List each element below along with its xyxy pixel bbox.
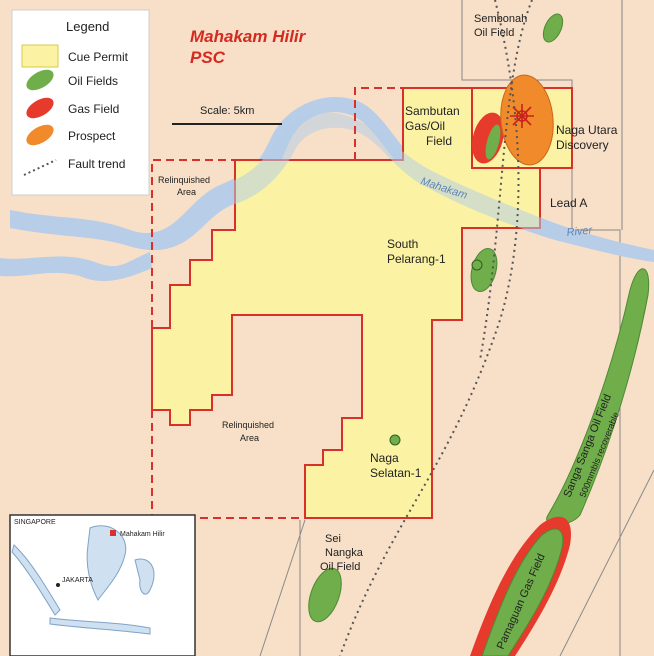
sei-nangka-label-2: Nangka (325, 547, 364, 559)
naga-selatan-label-1: Naga (370, 451, 399, 465)
south-pelarang-label-2: Pelarang-1 (387, 252, 446, 266)
relinquished-mid-label-1: Relinquished (222, 420, 274, 430)
inset-singapore-label: SINGAPORE (14, 519, 56, 526)
south-pelarang-well-icon (471, 259, 483, 271)
inset-sulawesi (134, 558, 155, 595)
inset-jakarta-label: JAKARTA (62, 577, 93, 584)
sembonah-label-2: Oil Field (474, 27, 514, 39)
inset-map: Mahakam Hilir SINGAPORE JAKARTA (9, 514, 196, 656)
legend-label-gas-field: Gas Field (68, 102, 119, 116)
sambutan-oil-field (485, 124, 501, 160)
sambutan-label-3: Field (426, 134, 452, 148)
sambutan-label-2: Gas/Oil (405, 119, 445, 133)
sei-nangka-oil-field (308, 567, 342, 623)
inset-jakarta-dot-icon (56, 583, 60, 587)
naga-utara-label-2: Discovery (556, 138, 609, 152)
relinquished-top-label-2: Area (177, 187, 196, 197)
oil-field-icon (26, 69, 54, 91)
inset-marker-label: Mahakam Hilir (120, 531, 165, 538)
sanga-sanga-oil-field (546, 268, 650, 526)
legend: Legend Cue Permit Oil Fields Gas Field P… (11, 9, 150, 196)
river-over-permit (230, 112, 560, 240)
pamaguan-gas-field (481, 528, 564, 656)
inset-sumatra (11, 544, 61, 616)
south-pelarang-label-1: South (387, 237, 418, 251)
river-label-2: River (566, 224, 594, 239)
scale-label: Scale: 5km (200, 105, 254, 117)
legend-label-oil-fields: Oil Fields (68, 74, 118, 88)
legend-label-cue-permit: Cue Permit (68, 50, 129, 64)
legend-heading: Legend (66, 19, 109, 34)
title-line2: PSC (190, 48, 226, 67)
mahakam-river (10, 96, 654, 262)
discovery-well-icon (510, 104, 534, 128)
inset-java (49, 617, 151, 635)
fault-trend-icon (23, 159, 57, 176)
sei-nangka-label-1: Sei (325, 533, 341, 545)
prospect-icon (26, 124, 54, 146)
inset-permit-marker-icon (110, 530, 116, 536)
naga-selatan-well-icon (389, 434, 401, 446)
sembonah-oil-field (542, 13, 564, 43)
legend-label-fault-trend: Fault trend (68, 157, 125, 171)
gas-field-icon (26, 97, 54, 119)
naga-utara-label-1: Naga Utara (556, 123, 618, 137)
sembonah-label-1: Sembonah (474, 13, 527, 25)
sambutan-label-1: Sambutan (405, 104, 460, 118)
relinquished-mid-label-2: Area (240, 433, 259, 443)
title-line1: Mahakam Hilir (190, 27, 307, 46)
sei-nangka-label-3: Oil Field (320, 561, 360, 573)
cue-permit-swatch-icon (21, 44, 59, 68)
fault-trends (339, 0, 533, 656)
naga-selatan-label-2: Selatan-1 (370, 466, 422, 480)
relinquished-top-label-1: Relinquished (158, 175, 210, 185)
river-branch (0, 252, 152, 282)
legend-label-prospect: Prospect (68, 129, 116, 143)
lead-a-label: Lead A (550, 196, 587, 210)
